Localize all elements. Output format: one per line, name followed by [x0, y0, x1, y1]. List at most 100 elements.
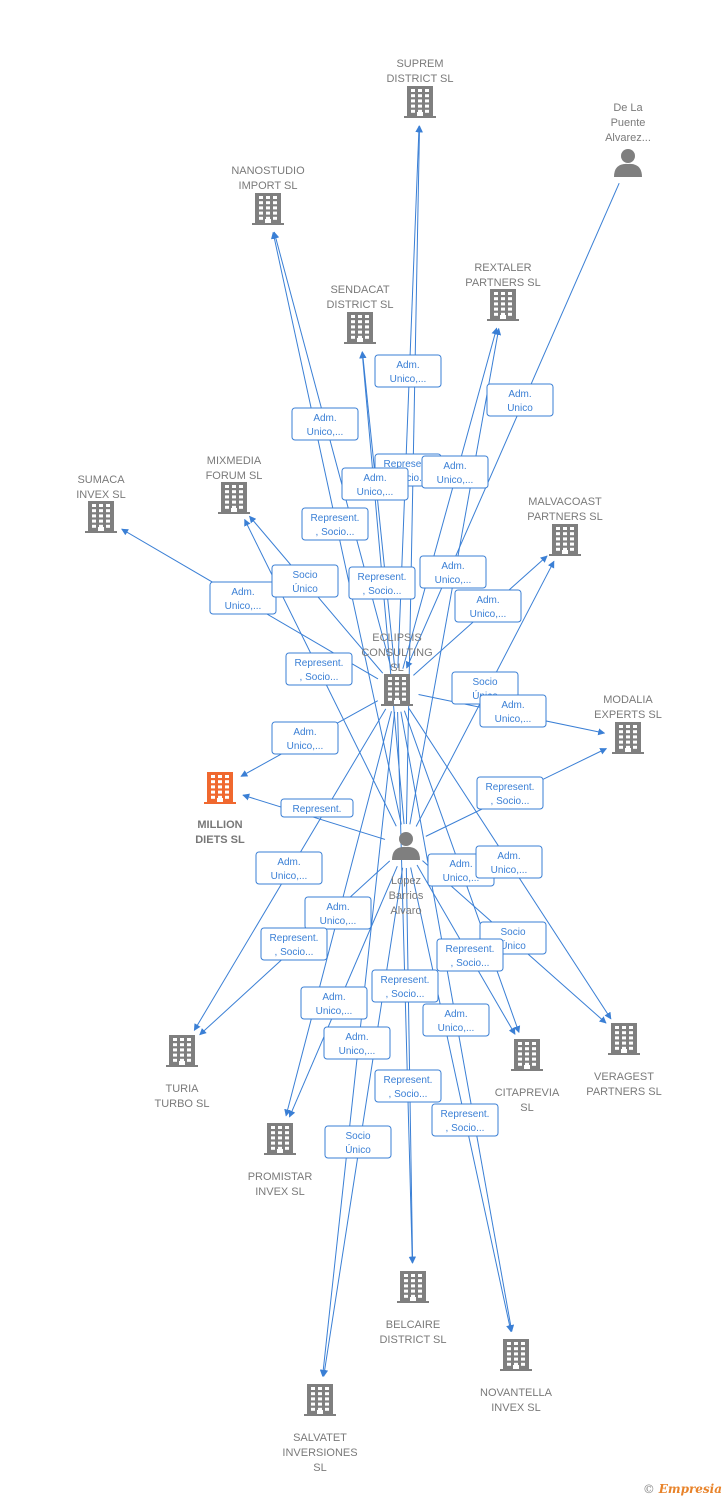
relation-label-27[interactable]: Adm. Unico,...: [422, 1003, 490, 1037]
relation-label-0[interactable]: Adm.Unico,...: [374, 354, 442, 388]
node-label-sumaca-0: SUMACA: [77, 474, 125, 486]
node-label-salvatet-2: SL: [313, 1462, 326, 1474]
relation-label-1[interactable]: Adm.Unico: [486, 383, 554, 417]
node-label-promistar-1: INVEX SL: [255, 1186, 305, 1198]
relation-label-12[interactable]: Represent., Socio...: [285, 652, 353, 686]
relation-label-2[interactable]: Adm.Unico,...: [291, 407, 359, 441]
node-turia[interactable]: TURIA TURBO SL: [154, 1035, 210, 1110]
eclipsis-building-icon: [381, 674, 413, 706]
relation-label-21[interactable]: Adm.Unico,...: [304, 896, 372, 930]
veragest-building-icon: [608, 1023, 640, 1055]
salvatet-building-icon: [304, 1384, 336, 1416]
node-label-turia-0: TURIA: [166, 1083, 200, 1095]
node-label-citaprevia-1: SL: [520, 1102, 533, 1114]
relation-label-14[interactable]: Adm.Unico,...: [479, 694, 547, 728]
relation-label-10[interactable]: Represent., Socio...: [348, 566, 416, 600]
relation-text-6-0: Represent.: [311, 513, 360, 524]
relation-box-9: [419, 555, 487, 589]
relation-text-14-0: Adm.: [501, 700, 524, 711]
relation-text-1-1: Unico: [507, 403, 533, 414]
relation-label-28[interactable]: Adm.Unico,...: [323, 1026, 391, 1060]
relation-label-7[interactable]: Adm.Unico,...: [209, 581, 277, 615]
node-delapuente[interactable]: De LaPuenteAlvarez...: [605, 102, 651, 177]
relation-label-5[interactable]: Adm. Unico,...: [341, 467, 409, 501]
relation-text-5-1: Unico,...: [357, 487, 394, 498]
node-label-suprem-1: DISTRICT SL: [386, 73, 453, 85]
relation-box-8: [271, 564, 339, 598]
relation-box-29: [374, 1069, 442, 1103]
relation-box-16: [476, 776, 544, 810]
node-label-lopez-0: Lopez: [391, 875, 421, 887]
relation-text-6-1: , Socio...: [316, 527, 355, 538]
relation-text-5-0: Adm.: [363, 473, 386, 484]
node-label-sendacat-1: DISTRICT SL: [326, 299, 393, 311]
relation-label-4[interactable]: Adm.Unico,...: [421, 455, 489, 489]
relation-label-25[interactable]: Adm.Unico,...: [300, 986, 368, 1020]
relation-text-18-0: Adm.: [277, 857, 300, 868]
relation-text-19-0: Adm.: [449, 859, 472, 870]
relation-text-22-0: Represent.: [270, 933, 319, 944]
relation-label-9[interactable]: Adm. Unico,...: [419, 555, 487, 589]
relation-label-15[interactable]: Adm.Unico,...: [271, 721, 339, 755]
relation-label-22[interactable]: Represent., Socio...: [260, 927, 328, 961]
relation-box-15: [271, 721, 339, 755]
relation-label-18[interactable]: Adm.Unico,...: [255, 851, 323, 885]
relation-text-26-0: Represent.: [381, 975, 430, 986]
relation-text-17-0: Represent.: [293, 804, 342, 815]
relation-text-23-1: Único: [500, 939, 526, 952]
relation-label-24[interactable]: Represent., Socio...: [436, 938, 504, 972]
relation-box-4: [421, 455, 489, 489]
relation-text-27-0: Adm.: [444, 1009, 467, 1020]
node-label-veragest-1: PARTNERS SL: [586, 1086, 661, 1098]
relation-label-26[interactable]: Represent., Socio...: [371, 969, 439, 1003]
relation-text-20-0: Adm.: [497, 851, 520, 862]
relation-label-29[interactable]: Represent., Socio...: [374, 1069, 442, 1103]
suprem-building-icon: [404, 86, 436, 118]
relation-label-17[interactable]: Represent.: [280, 798, 354, 818]
relation-label-30[interactable]: Represent., Socio...: [431, 1103, 499, 1137]
relation-text-11-1: Unico,...: [470, 609, 507, 620]
relation-text-29-1: , Socio...: [389, 1089, 428, 1100]
relation-label-20[interactable]: Adm.Unico,...: [475, 845, 543, 879]
relation-label-11[interactable]: Adm. Unico,...: [454, 589, 522, 623]
relation-text-11-0: Adm.: [476, 595, 499, 606]
relation-text-9-1: Unico,...: [435, 575, 472, 586]
relation-label-16[interactable]: Represent., Socio...: [476, 776, 544, 810]
node-label-turia-1: TURBO SL: [154, 1098, 209, 1110]
node-label-lopez-1: Barrios: [389, 890, 424, 902]
mixmedia-building-icon: [218, 482, 250, 514]
relation-text-10-1: , Socio...: [363, 586, 402, 597]
sumaca-building-icon: [85, 501, 117, 533]
relation-text-4-0: Adm.: [443, 461, 466, 472]
relation-text-27-1: Unico,...: [438, 1023, 475, 1034]
relation-text-31-0: Socio: [345, 1131, 370, 1142]
promistar-building-icon: [264, 1123, 296, 1155]
relation-label-6[interactable]: Represent. , Socio...: [301, 507, 369, 541]
relation-box-31: [324, 1125, 392, 1159]
relation-text-28-0: Adm.: [345, 1032, 368, 1043]
node-label-modalia-0: MODALIA: [603, 694, 653, 706]
relation-text-9-0: Adm.: [441, 561, 464, 572]
relation-box-18: [255, 851, 323, 885]
footer-brand[interactable]: © Empresia: [643, 1482, 722, 1496]
relation-box-21: [304, 896, 372, 930]
